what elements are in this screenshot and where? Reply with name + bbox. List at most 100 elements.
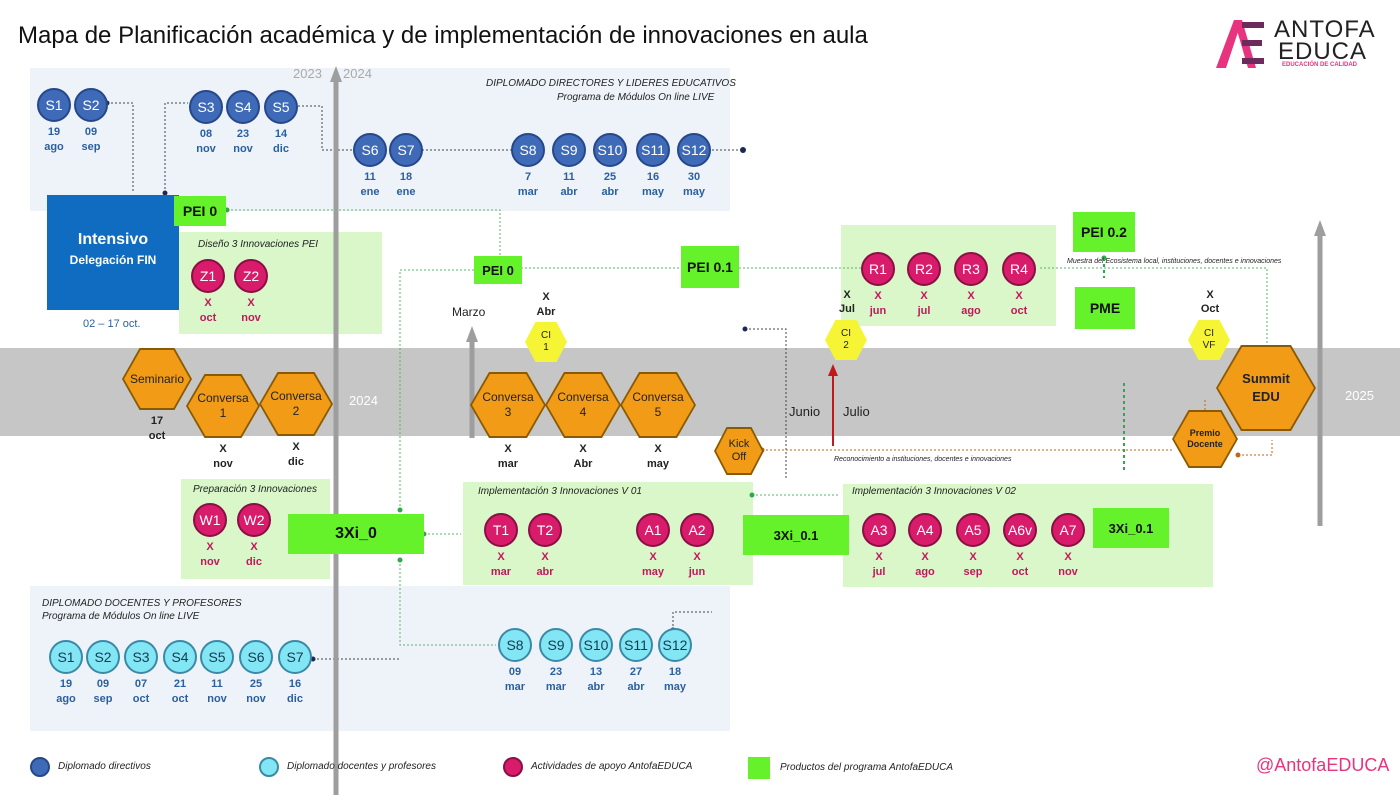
docentes-session-2-circle[interactable]: S2	[86, 640, 120, 674]
abr-x: X	[542, 291, 550, 303]
docentes-session-4-circle[interactable]: S4	[163, 640, 197, 674]
docentes-session-6-circle[interactable]: S6	[239, 640, 273, 674]
docentes-session-7-line2: dic	[287, 693, 303, 705]
docentes-session-8-circle[interactable]: S8	[498, 628, 532, 662]
conversa2-month: dic	[288, 456, 304, 468]
directores-session-9-circle[interactable]: S9	[552, 133, 586, 167]
year-2025: 2025	[1345, 388, 1374, 403]
pei0-a-product[interactable]: PEI 0	[174, 196, 226, 226]
pei0-b-product[interactable]: PEI 0	[474, 256, 522, 284]
impl2-item-1-circle[interactable]: A3	[862, 513, 896, 547]
docentes-session-3-circle[interactable]: S3	[124, 640, 158, 674]
impl2-item-2-line2: ago	[915, 566, 935, 578]
pei01-product[interactable]: PEI 0.1	[681, 246, 739, 288]
directores-session-4-line2: nov	[233, 143, 253, 155]
conversa4-label-b: 4	[579, 405, 587, 419]
legend-docentes: Diplomado docentes y profesores	[287, 761, 436, 772]
logo: ANTOFA EDUCA EDUCACIÓN DE CALIDAD	[1212, 16, 1392, 72]
logo-line1: ANTOFA	[1274, 16, 1376, 43]
social-handle[interactable]: @AntofaEDUCA	[1256, 755, 1390, 775]
fase-r-item-3-line2: ago	[961, 305, 981, 317]
docentes-session-9-circle[interactable]: S9	[539, 628, 573, 662]
diseno-item-1-line2: oct	[199, 312, 217, 324]
impl2-item-5-circle[interactable]: A7	[1051, 513, 1085, 547]
docentes-session-10-line1: 13	[589, 666, 603, 678]
impl1-item-1-circle[interactable]: T1	[484, 513, 518, 547]
legend-docentes-swatch	[259, 757, 279, 777]
preparacion-item-2-line1: X	[250, 541, 258, 553]
fase-r-item-4-circle[interactable]: R4	[1002, 252, 1036, 286]
x3i01-b-product[interactable]: 3Xi_0.1	[1093, 508, 1169, 548]
impl1-item-3-circle[interactable]: A1	[636, 513, 670, 547]
directores-session-6-circle[interactable]: S6	[353, 133, 387, 167]
docentes-session-9-line2: mar	[545, 681, 567, 693]
jul-label: Jul	[839, 303, 855, 315]
legend-apoyo: Actividades de apoyo AntofaEDUCA	[531, 761, 693, 772]
impl1-item-4-circle[interactable]: A2	[680, 513, 714, 547]
docentes-session-11-circle[interactable]: S11	[619, 628, 653, 662]
abr-label: Abr	[536, 306, 556, 318]
docentes-session-2-line1: 09	[96, 678, 110, 690]
impl1-item-4-line1: X	[693, 551, 701, 563]
diseno-item-1-circle[interactable]: Z1	[191, 259, 225, 293]
directores-session-2-circle[interactable]: S2	[74, 88, 108, 122]
logo-tagline: EDUCACIÓN DE CALIDAD	[1282, 62, 1357, 68]
docentes-session-12-circle[interactable]: S12	[658, 628, 692, 662]
year-2024-top: 2024	[343, 66, 372, 81]
docentes-session-1-circle[interactable]: S1	[49, 640, 83, 674]
directores-session-4-line1: 23	[236, 128, 250, 140]
summit-label-a: Summit	[1242, 371, 1290, 386]
fase-r-item-4-line1: X	[1015, 290, 1023, 302]
impl2-item-5-line1: X	[1064, 551, 1072, 563]
directores-session-10-line1: 25	[603, 171, 617, 183]
impl2-item-3-circle[interactable]: A5	[956, 513, 990, 547]
impl2-item-2-circle[interactable]: A4	[908, 513, 942, 547]
docentes-heading: DIPLOMADO DOCENTES Y PROFESORES	[42, 598, 242, 609]
kickoff-label-a: Kick	[728, 438, 750, 450]
directores-session-11-circle[interactable]: S11	[636, 133, 670, 167]
pei02-product[interactable]: PEI 0.2	[1073, 212, 1135, 252]
docentes-session-10-circle[interactable]: S10	[579, 628, 613, 662]
junio-label: Junio	[789, 404, 821, 419]
directores-session-7-circle[interactable]: S7	[389, 133, 423, 167]
page-title: Mapa de Planificación académica y de imp…	[18, 22, 868, 49]
x3i0-product[interactable]: 3Xi_0	[288, 514, 424, 554]
intensivo-box[interactable]: Intensivo Delegación FIN	[47, 195, 179, 310]
directores-session-8-line1: 7	[524, 171, 532, 183]
seminario-label: Seminario	[129, 372, 185, 386]
preparacion-item-2-circle[interactable]: W2	[237, 503, 271, 537]
impl2-item-4-circle[interactable]: A6v	[1003, 513, 1037, 547]
directores-session-1-line2: ago	[44, 141, 64, 153]
conversa1-label-a: Conversa	[197, 391, 249, 405]
preparacion-item-1-line2: nov	[200, 556, 220, 568]
impl1-item-2-circle[interactable]: T2	[528, 513, 562, 547]
directores-session-3-circle[interactable]: S3	[189, 90, 223, 124]
legend-productos: Productos del programa AntofaEDUCA	[780, 762, 954, 773]
directores-session-1-circle[interactable]: S1	[37, 88, 71, 122]
directores-session-7-line1: 18	[399, 171, 413, 183]
fase-r-item-3-circle[interactable]: R3	[954, 252, 988, 286]
directores-session-5-circle[interactable]: S5	[264, 90, 298, 124]
preparacion-item-1-circle[interactable]: W1	[193, 503, 227, 537]
impl1-item-2-line2: abr	[536, 566, 554, 578]
fase-r-item-1-circle[interactable]: R1	[861, 252, 895, 286]
docentes-session-7-circle[interactable]: S7	[278, 640, 312, 674]
pme-product[interactable]: PME	[1075, 287, 1135, 329]
diseno-item-2-circle[interactable]: Z2	[234, 259, 268, 293]
conversa2-x: X	[292, 441, 300, 453]
x3i01-a-product[interactable]: 3Xi_0.1	[743, 515, 849, 555]
docentes-session-5-circle[interactable]: S5	[200, 640, 234, 674]
directores-session-4-circle[interactable]: S4	[226, 90, 260, 124]
directores-session-10-circle[interactable]: S10	[593, 133, 627, 167]
docentes-session-10-line2: abr	[587, 681, 605, 693]
directores-session-8-circle[interactable]: S8	[511, 133, 545, 167]
fase-r-item-2-circle[interactable]: R2	[907, 252, 941, 286]
year-2023: 2023	[293, 66, 322, 81]
directores-session-12-circle[interactable]: S12	[677, 133, 711, 167]
